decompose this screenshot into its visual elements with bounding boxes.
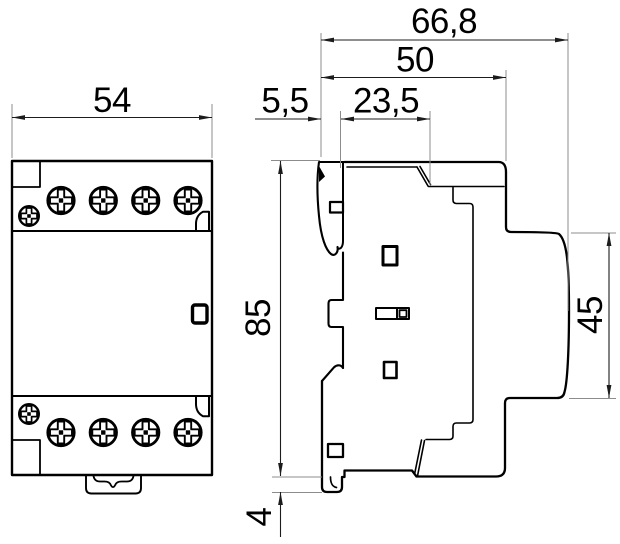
dimension-body-depth: 50 bbox=[321, 41, 507, 161]
side-body-outline bbox=[320, 160, 571, 494]
dim-label-front-width: 54 bbox=[93, 81, 131, 120]
clip-nib bbox=[319, 166, 325, 182]
dimension-clip-protrusion: 4 bbox=[240, 492, 283, 537]
top-step-seam bbox=[416, 165, 432, 187]
wall-slot-upper bbox=[328, 200, 345, 214]
screw-terminal-icon bbox=[46, 417, 76, 448]
front-view bbox=[10, 159, 214, 495]
din-clip-detail bbox=[92, 475, 135, 488]
dimension-height: 85 bbox=[239, 160, 322, 493]
aux-screw-icon bbox=[18, 204, 40, 228]
side-view bbox=[316, 160, 571, 494]
face-square-lower bbox=[382, 360, 398, 380]
face-step-seam bbox=[425, 186, 474, 441]
screw-terminal-icon bbox=[173, 185, 203, 216]
screw-terminal-icon bbox=[131, 417, 161, 448]
dim-label-body-depth: 50 bbox=[396, 41, 434, 80]
dim-label-rail-offset: 5,5 bbox=[261, 82, 308, 121]
face-square-upper bbox=[381, 245, 399, 267]
front-body-outline bbox=[10, 159, 214, 477]
bottom-left-notch bbox=[11, 439, 41, 476]
armature-slot-inner bbox=[398, 309, 408, 318]
bottom-step-seam bbox=[414, 439, 426, 477]
upper-clip-outline bbox=[316, 160, 347, 256]
dimension-overall-depth: 66,8 bbox=[320, 2, 569, 311]
dim-label-rear-height: 45 bbox=[571, 296, 610, 334]
top-left-notch bbox=[11, 160, 41, 188]
dim-label-height: 85 bbox=[239, 299, 278, 337]
dimension-rail-offset: 5,5 bbox=[255, 82, 321, 122]
dim-label-overall-depth: 66,8 bbox=[411, 2, 477, 41]
screw-terminal-icon bbox=[173, 417, 203, 448]
dimension-rear-height: 45 bbox=[569, 232, 616, 399]
screw-terminal-icon bbox=[88, 185, 118, 216]
screw-terminal-icon bbox=[88, 417, 118, 448]
left-wall bbox=[327, 251, 345, 370]
terminal-flag-icon bbox=[195, 210, 210, 232]
dim-label-clip-protrusion: 4 bbox=[240, 507, 279, 526]
wall-slot-lower bbox=[326, 442, 345, 459]
terminal-flag-icon bbox=[195, 396, 210, 418]
armature-slot bbox=[375, 307, 410, 320]
clip-tab-notch bbox=[329, 476, 338, 489]
screw-terminal-icon bbox=[46, 185, 76, 216]
aux-screw-icon bbox=[18, 403, 40, 425]
lower-clip-hook bbox=[320, 364, 345, 383]
screw-terminal-icon bbox=[131, 185, 161, 216]
upper-clip-inner-line bbox=[337, 161, 344, 250]
dimension-front-depth: 23,5 bbox=[340, 82, 431, 185]
dim-label-front-depth: 23,5 bbox=[353, 82, 419, 121]
din-clip-tab bbox=[85, 475, 142, 495]
indicator-window bbox=[190, 303, 209, 325]
dimension-front-width: 54 bbox=[11, 81, 213, 158]
dimensions: 54 66,8 50 5,5 23,5 bbox=[11, 2, 616, 537]
